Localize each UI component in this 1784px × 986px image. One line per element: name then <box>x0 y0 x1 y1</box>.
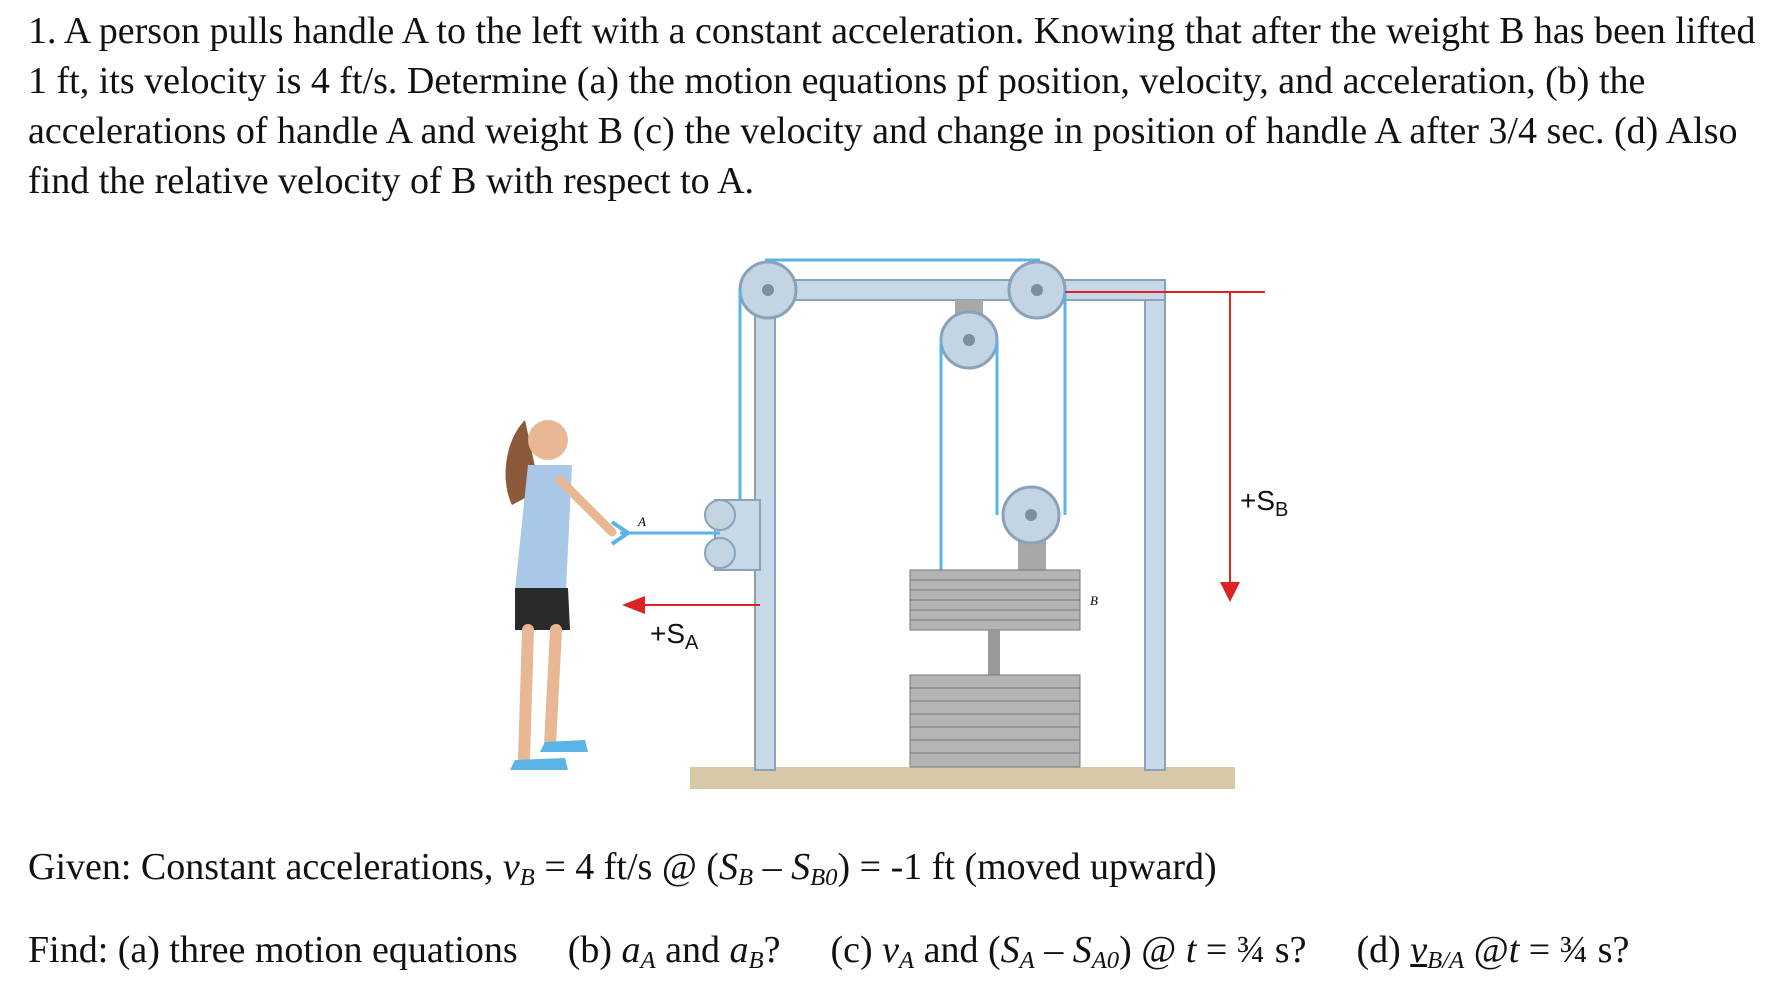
find-part-c: (c) vA and (SA – SA0) @ t = ¾ s? <box>830 929 1307 975</box>
given-line: Given: Constant accelerations, vB = 4 ft… <box>28 846 1217 892</box>
find-line: Find: (a) three motion equations (b) aA a… <box>28 928 1629 975</box>
frame-right-post <box>1144 279 1166 771</box>
sb-arrowhead <box>1220 582 1240 602</box>
weight-stack-base <box>909 674 1081 768</box>
sa-label: +SA <box>650 618 699 654</box>
weight-b <box>909 569 1081 631</box>
frame-top-beam <box>759 279 1166 301</box>
find-part-a: Find: (a) three motion equations <box>28 929 518 971</box>
pulley-diagram: A B <box>505 258 1288 789</box>
sa-arrowhead <box>622 596 645 614</box>
label-a: A <box>637 514 646 529</box>
sb-label: +SB <box>1240 485 1288 521</box>
handle-a <box>610 520 632 546</box>
floor <box>690 767 1235 789</box>
weight-rod <box>988 630 1000 675</box>
person-figure <box>505 420 617 770</box>
find-part-d: (d) vB/A @t = ¾ s? <box>1356 929 1630 975</box>
pulley-system-figure: A B <box>480 240 1300 800</box>
label-b: B <box>1090 593 1098 608</box>
problem-statement: 1. A person pulls handle A to the left w… <box>28 10 1756 202</box>
find-part-b: (b) aA and aB? <box>567 929 781 975</box>
